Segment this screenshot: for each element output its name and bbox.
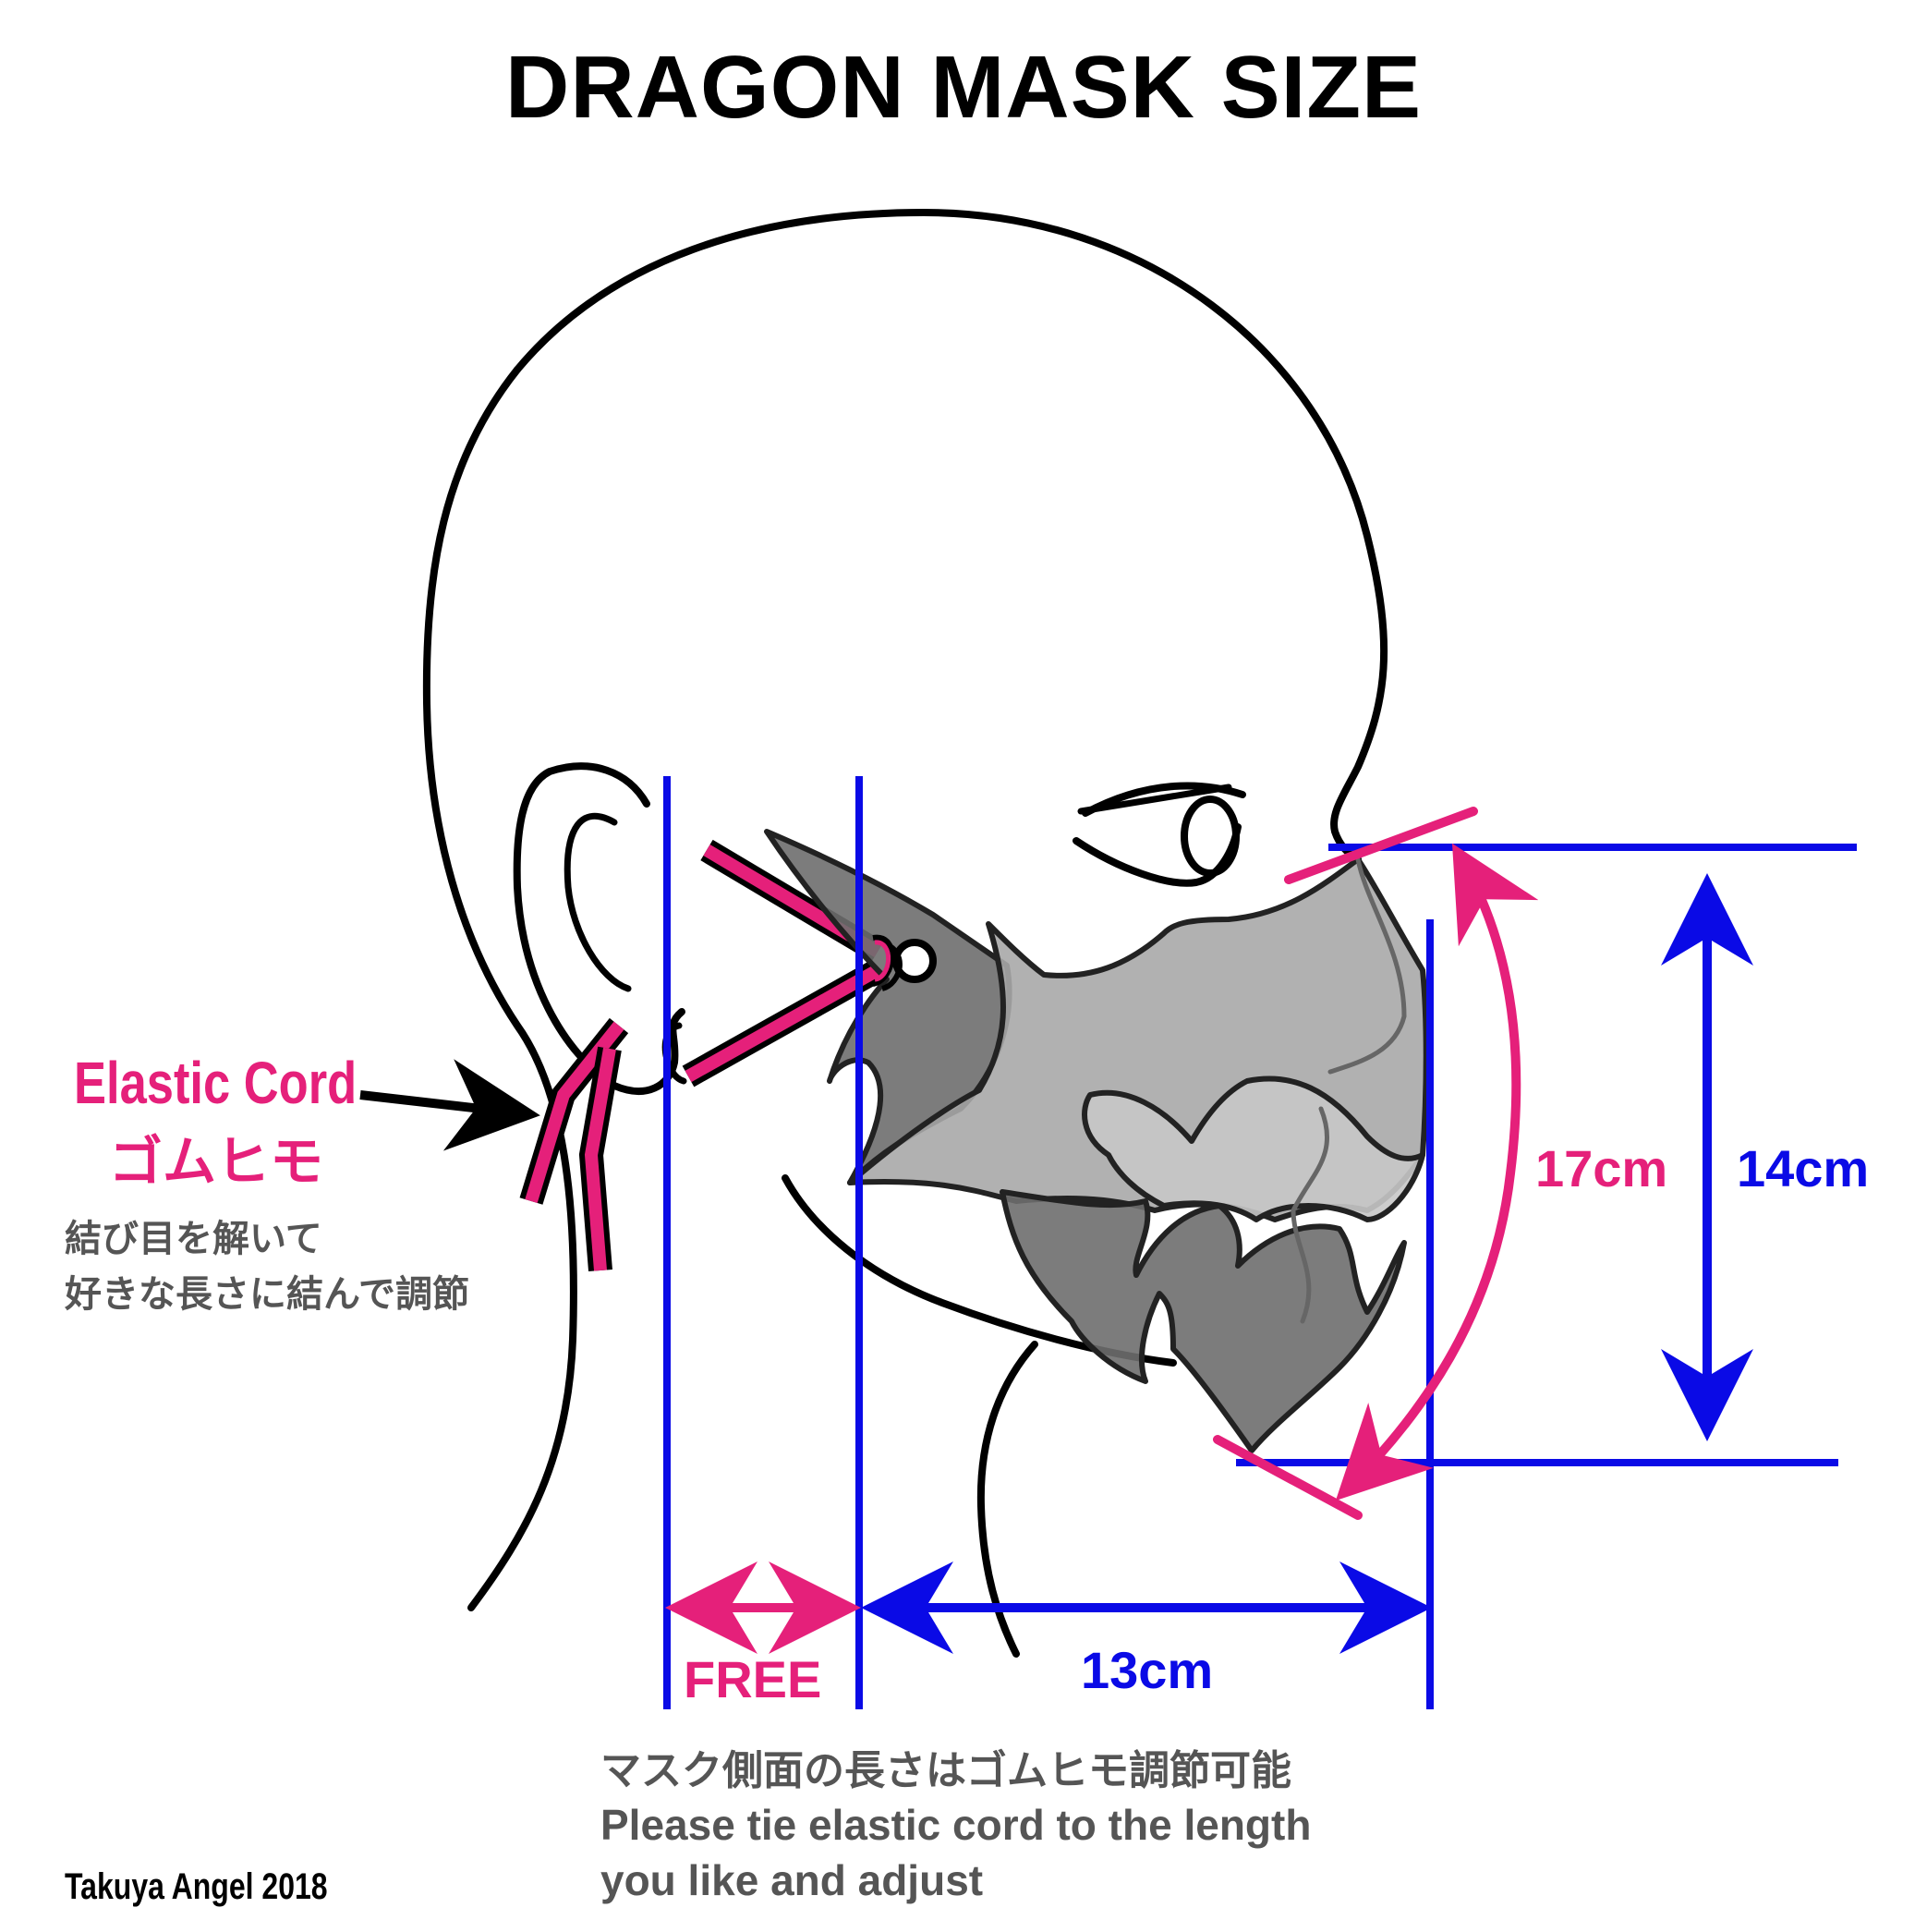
page-title: DRAGON MASK SIZE — [504, 38, 1423, 137]
instruction-jp: マスク側面の長さはゴムヒモ調節可能 — [600, 1748, 1291, 1793]
elastic-cord-label-jp: ゴムヒモ — [109, 1132, 324, 1192]
mask-bottom-dark-panel — [1000, 1189, 1407, 1453]
mask-left-dark-panel — [764, 829, 1012, 1185]
eye-iris — [1181, 796, 1240, 877]
cord-knot — [872, 934, 903, 991]
ear-inner — [564, 812, 632, 992]
head-outline — [514, 208, 1388, 863]
cord-pointer-arrow — [359, 1059, 540, 1151]
elastic-cord-label-en: Elastic Cord — [74, 1050, 358, 1116]
curve-length-label: 17cm — [1535, 1139, 1668, 1197]
dragon-mask — [764, 829, 1429, 1453]
head-back-outline — [422, 366, 577, 1611]
free-label: FREE — [684, 1650, 822, 1708]
cord-note-line1: 結び目を解いて — [65, 1219, 322, 1259]
eye-top-line — [1077, 784, 1232, 815]
cord-note-line2: 好きな長さに結んで調節 — [65, 1274, 469, 1315]
instruction-en-line1: Please tie elastic cord to the length — [600, 1801, 1312, 1849]
instruction-en-line2: you like and adjust — [600, 1856, 984, 1904]
curve-tick-bottom — [1213, 1435, 1363, 1520]
height-label: 14cm — [1737, 1139, 1870, 1197]
cord-eyelet — [892, 939, 937, 983]
width-label: 13cm — [1081, 1641, 1214, 1699]
curve-arrow — [1335, 843, 1539, 1501]
credit-text: Takuya Angel 2018 — [65, 1866, 328, 1907]
ear-outline — [513, 762, 685, 1095]
